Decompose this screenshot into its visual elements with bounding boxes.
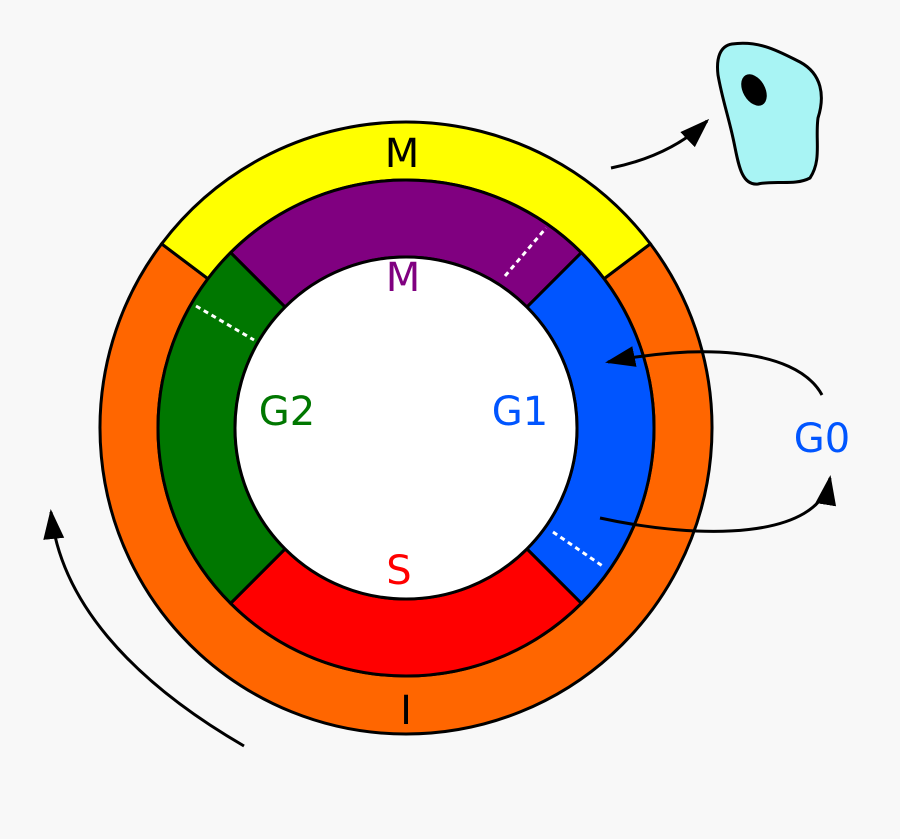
interphase-label: I: [400, 688, 412, 734]
center-hole: [233, 255, 579, 601]
g2-phase-label: G2: [259, 389, 315, 435]
checkpoint-g1: [552, 530, 605, 569]
g0-label: G0: [794, 416, 850, 462]
g0-entry-arrow-icon: [599, 475, 837, 533]
cycle-direction-arrow-icon: [43, 509, 245, 748]
m-phase-label: M: [386, 255, 421, 301]
g0-return-arrow-icon: [605, 346, 824, 396]
g1-phase-label: G1: [492, 389, 548, 435]
cell-icon: [716, 41, 823, 186]
exit-arrow-icon: [610, 118, 710, 170]
checkpoint-m: [503, 227, 548, 277]
checkpoint-g2: [195, 304, 255, 342]
s-phase-label: S: [386, 548, 411, 594]
mitosis-outer-label: M: [385, 131, 420, 177]
